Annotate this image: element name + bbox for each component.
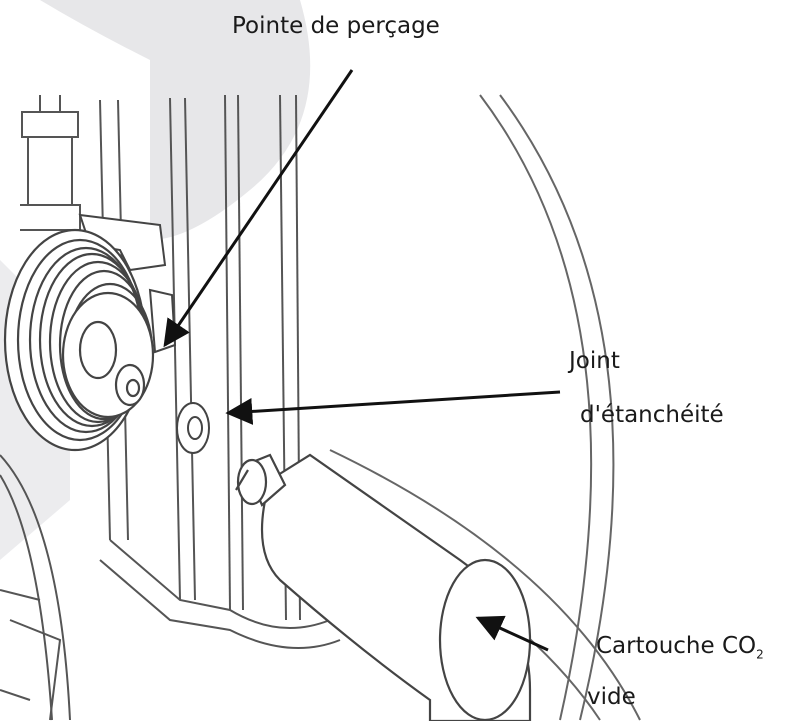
label-seal-line1: Joint — [569, 348, 620, 374]
label-piercing-tip: Pointe de perçage — [232, 13, 440, 39]
arrow — [163, 69, 354, 348]
hose — [0, 454, 71, 721]
co2-cartridge — [235, 453, 532, 721]
spiral-coupling — [3, 228, 155, 452]
arrow — [475, 615, 549, 652]
inlet-tube — [20, 95, 81, 231]
label-seal-line2: d'étanchéité — [580, 402, 724, 428]
label-cartridge-line1: Cartouche CO2 — [596, 635, 764, 661]
arrow — [225, 390, 561, 425]
label-cartridge-subscript: 2 — [756, 647, 764, 662]
watermark-shape — [40, 0, 311, 240]
seal-ring — [176, 402, 210, 454]
label-cartridge-line2: vide — [587, 684, 636, 710]
label-cartridge-main: Cartouche CO — [596, 633, 757, 659]
